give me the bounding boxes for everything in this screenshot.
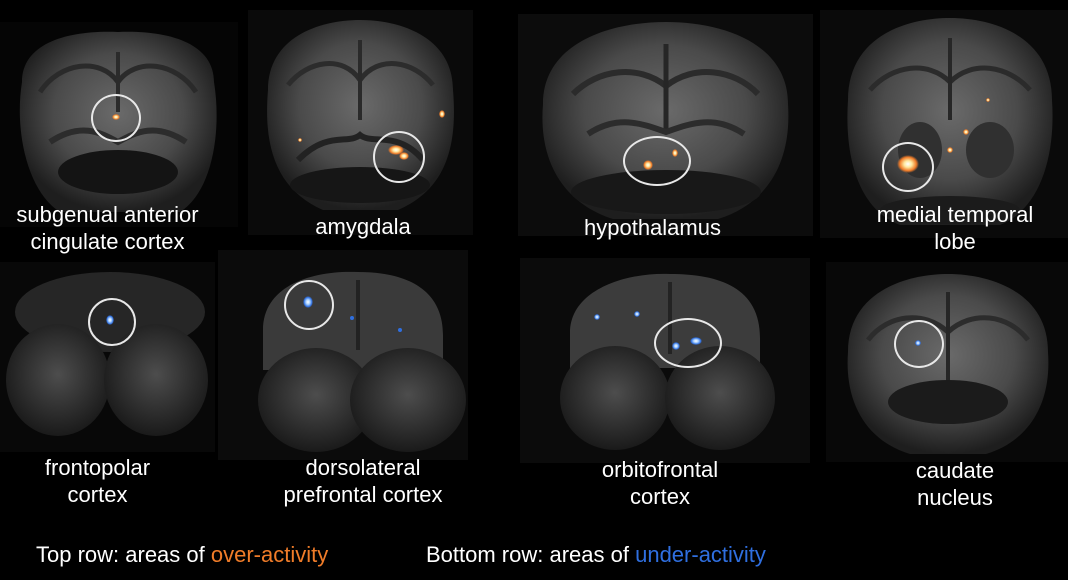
region-label-line: cingulate cortex — [30, 229, 185, 254]
region-label-line: caudate — [915, 458, 995, 483]
legend-bottom-row: Bottom row: areas of under-activity — [426, 541, 766, 568]
activation-spot — [439, 110, 445, 118]
region-label-line: orbitofrontal — [601, 457, 719, 482]
region-label-line: subgenual anterior — [16, 202, 199, 227]
activation-spot — [298, 138, 302, 142]
region-label: amygdala — [258, 213, 468, 240]
brain-slice-image — [826, 262, 1068, 462]
brain-slice-image — [218, 250, 468, 460]
roi-circle — [882, 142, 934, 192]
region-label: subgenual anterior cingulate cortex — [0, 201, 215, 255]
brain-scan-dorsolateral-prefrontal-cortex — [218, 250, 468, 460]
region-label-line: dorsolateral — [305, 455, 421, 480]
brain-slice-image — [820, 10, 1068, 238]
brain-scan-frontopolar-cortex — [0, 262, 215, 452]
region-label-line: frontopolar — [44, 455, 151, 480]
region-label-line: prefrontal cortex — [283, 482, 443, 507]
legend-under-activity: under-activity — [635, 542, 766, 567]
roi-circle — [88, 298, 136, 346]
roi-circle — [654, 318, 722, 368]
region-label-line: lobe — [934, 229, 976, 254]
legend-over-activity: over-activity — [210, 542, 329, 567]
legend-top-row: Top row: areas of over-activity — [36, 541, 328, 568]
roi-circle — [894, 320, 944, 368]
brain-slice-image — [248, 10, 473, 235]
roi-circle — [284, 280, 334, 330]
brain-slice-image — [0, 262, 215, 452]
activation-spot — [986, 98, 990, 102]
roi-circle — [623, 136, 691, 186]
region-label-line: amygdala — [315, 214, 411, 239]
roi-circle — [91, 94, 141, 142]
region-label-line: nucleus — [917, 485, 993, 510]
region-label: medial temporal lobe — [855, 201, 1055, 255]
region-label-line: cortex — [67, 482, 128, 507]
region-label-line: cortex — [630, 484, 690, 509]
activation-spot — [634, 311, 640, 317]
roi-circle — [373, 131, 425, 183]
activation-spot — [398, 328, 402, 332]
region-label: dorsolateral prefrontal cortex — [258, 454, 468, 508]
brain-scan-medial-temporal-lobe — [820, 10, 1068, 238]
region-label: orbitofrontal cortex — [560, 456, 760, 510]
legend-prefix: Bottom row: areas of — [426, 542, 636, 567]
legend-prefix: Top row: areas of — [36, 542, 211, 567]
region-label: frontopolar cortex — [0, 454, 195, 508]
brain-scan-hypothalamus — [518, 14, 813, 236]
brain-slice-image — [518, 14, 813, 236]
activation-spot — [963, 129, 969, 135]
region-label: caudate nucleus — [860, 457, 1050, 511]
activation-spot — [350, 316, 354, 320]
activation-spot — [594, 314, 600, 320]
brain-scan-caudate-nucleus — [826, 262, 1068, 462]
region-label: hypothalamus — [540, 214, 765, 241]
activation-spot — [947, 147, 953, 153]
brain-scan-amygdala — [248, 10, 473, 235]
region-label-line: hypothalamus — [584, 215, 721, 240]
region-label-line: medial temporal — [876, 202, 1034, 227]
